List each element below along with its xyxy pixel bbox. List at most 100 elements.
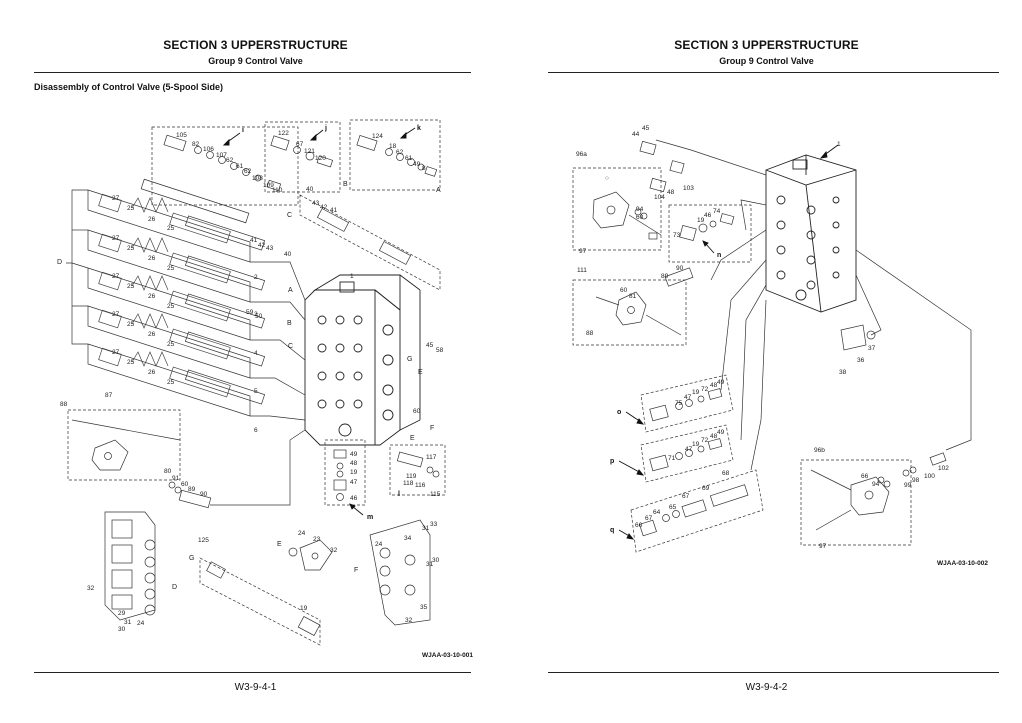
svg-text:19: 19 (697, 217, 705, 224)
svg-text:48: 48 (350, 460, 358, 467)
svg-text:46: 46 (704, 212, 712, 219)
svg-text:1: 1 (837, 141, 841, 148)
svg-text:26: 26 (148, 331, 156, 338)
svg-text:124: 124 (372, 133, 383, 140)
svg-text:27: 27 (112, 195, 120, 202)
svg-text:50: 50 (255, 313, 263, 320)
svg-text:E: E (277, 541, 282, 548)
svg-text:97: 97 (819, 543, 827, 550)
header-rule (34, 72, 471, 73)
group-title: Group 9 Control Valve (719, 56, 814, 66)
svg-text:27: 27 (112, 235, 120, 242)
svg-text:49: 49 (717, 379, 725, 386)
svg-text:94: 94 (872, 481, 880, 488)
svg-text:97: 97 (579, 248, 587, 255)
svg-text:60: 60 (413, 408, 421, 415)
svg-text:41: 41 (250, 237, 258, 244)
assembly-n: n (717, 252, 721, 259)
group-title: Group 9 Control Valve (208, 56, 303, 66)
svg-text:41: 41 (330, 207, 338, 214)
svg-text:31: 31 (426, 561, 434, 568)
svg-text:115: 115 (430, 491, 441, 498)
assembly-j: j (324, 125, 327, 132)
svg-text:47: 47 (684, 394, 692, 401)
svg-text:89: 89 (661, 273, 669, 280)
svg-text:25: 25 (127, 321, 135, 328)
svg-text:80: 80 (164, 468, 172, 475)
svg-text:82: 82 (192, 141, 200, 148)
page-left: SECTION 3 UPPERSTRUCTURE Group 9 Control… (34, 38, 473, 693)
figure-code: WJAA-03-10-001 (422, 652, 473, 659)
svg-text:25: 25 (127, 283, 135, 290)
svg-text:26: 26 (148, 216, 156, 223)
svg-text:43: 43 (312, 200, 320, 207)
svg-text:42: 42 (320, 204, 328, 211)
svg-text:E: E (410, 435, 415, 442)
svg-text:105: 105 (176, 132, 187, 139)
svg-text:4: 4 (254, 350, 258, 357)
svg-text:72: 72 (701, 437, 709, 444)
svg-text:26: 26 (148, 369, 156, 376)
svg-text:48: 48 (667, 189, 675, 196)
svg-text:25: 25 (167, 225, 175, 232)
svg-text:67: 67 (645, 515, 653, 522)
svg-text:F: F (354, 567, 358, 574)
svg-text:27: 27 (112, 311, 120, 318)
svg-text:89: 89 (188, 486, 196, 493)
svg-text:30: 30 (432, 557, 440, 564)
svg-text:○: ○ (605, 175, 609, 182)
connector-c: C (287, 212, 292, 219)
svg-text:120: 120 (315, 155, 326, 162)
svg-text:45: 45 (426, 342, 434, 349)
svg-text:61: 61 (236, 163, 244, 170)
svg-text:48: 48 (710, 382, 718, 389)
svg-text:30: 30 (118, 626, 126, 633)
section-title: SECTION 3 UPPERSTRUCTURE (674, 38, 859, 52)
svg-text:81: 81 (629, 293, 637, 300)
svg-text:44: 44 (632, 131, 640, 138)
header-rule (548, 72, 999, 73)
svg-text:110: 110 (272, 187, 283, 194)
svg-text:67: 67 (682, 493, 690, 500)
svg-text:23: 23 (313, 536, 321, 543)
svg-text:109: 109 (263, 182, 274, 189)
svg-text:62: 62 (244, 168, 252, 175)
svg-text:60: 60 (636, 214, 644, 221)
svg-text:87: 87 (105, 392, 113, 399)
svg-text:47: 47 (350, 479, 358, 486)
svg-text:25: 25 (167, 379, 175, 386)
svg-text:25: 25 (167, 303, 175, 310)
svg-text:25: 25 (127, 245, 135, 252)
svg-text:60: 60 (620, 287, 628, 294)
svg-text:98: 98 (912, 477, 920, 484)
svg-text:3: 3 (254, 311, 258, 318)
svg-text:31: 31 (422, 525, 430, 532)
svg-text:25: 25 (167, 265, 175, 272)
svg-text:42: 42 (258, 242, 266, 249)
svg-text:118: 118 (403, 480, 414, 487)
connector-d: D (57, 259, 62, 266)
spool-k (356, 135, 438, 177)
svg-text:104: 104 (654, 194, 665, 201)
svg-text:62: 62 (396, 149, 404, 156)
svg-text:D: D (172, 584, 177, 591)
svg-text:122: 122 (278, 130, 289, 137)
svg-text:102: 102 (938, 465, 949, 472)
figure-code: WJAA-03-10-002 (937, 560, 988, 567)
svg-text:19: 19 (350, 469, 358, 476)
footer-rule (34, 672, 471, 673)
svg-text:107: 107 (216, 152, 227, 159)
assembly-k: k (417, 125, 421, 132)
svg-text:48: 48 (710, 433, 718, 440)
svg-text:32: 32 (405, 617, 413, 624)
svg-text:61: 61 (405, 155, 413, 162)
svg-text:G: G (407, 356, 412, 363)
svg-text:88: 88 (60, 401, 68, 408)
svg-text:25: 25 (167, 341, 175, 348)
svg-text:26: 26 (148, 293, 156, 300)
svg-text:49: 49 (350, 451, 358, 458)
svg-text:96b: 96b (814, 447, 825, 454)
svg-text:65: 65 (669, 504, 677, 511)
svg-text:106: 106 (203, 146, 214, 153)
